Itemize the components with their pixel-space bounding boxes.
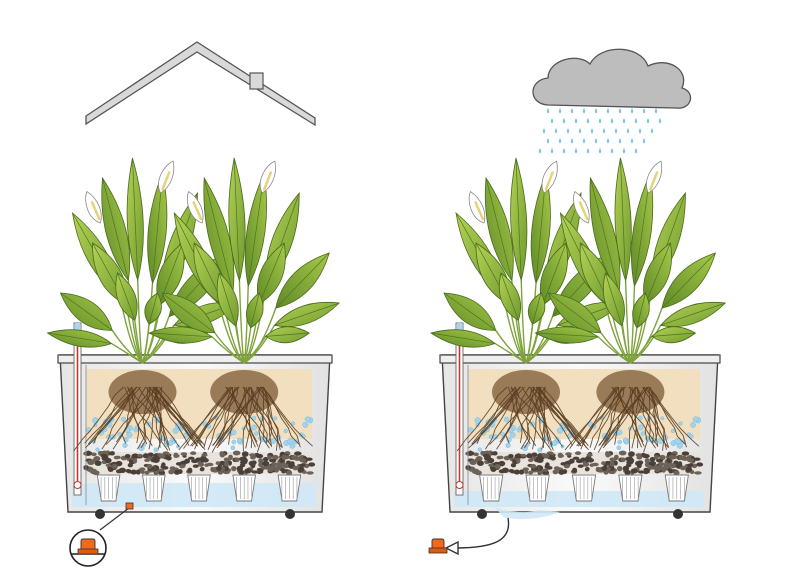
roof-icon xyxy=(85,41,316,127)
drain-plug-open-icon xyxy=(428,505,560,556)
rain-cloud-icon xyxy=(532,48,692,154)
planter-indoor xyxy=(46,157,341,519)
raindrops xyxy=(538,108,662,154)
drain-plug-closed-icon xyxy=(69,502,134,567)
planter-outdoor xyxy=(430,157,727,519)
